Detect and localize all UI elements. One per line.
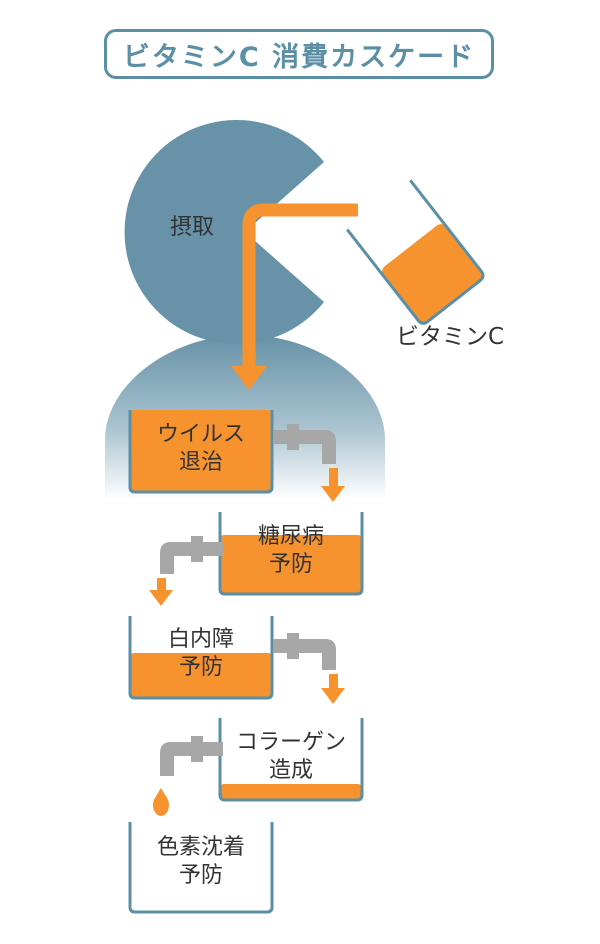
drop-tip-4 bbox=[155, 788, 167, 798]
tank-4-outline bbox=[218, 718, 364, 802]
tank-2-liquid bbox=[220, 535, 362, 594]
faucet-1 bbox=[273, 424, 336, 464]
vitamin-glass bbox=[346, 179, 485, 325]
tank-1-outline bbox=[128, 410, 274, 494]
faucet-4 bbox=[160, 736, 223, 776]
flow-2 bbox=[157, 578, 166, 592]
glass-liquid bbox=[382, 224, 483, 323]
tank-4-line2: 造成 bbox=[268, 758, 313, 783]
faucet-2 bbox=[160, 536, 223, 574]
tank-5-line1: 色素沈着 bbox=[156, 835, 245, 860]
tank-3-label: 白内障 予防 bbox=[130, 626, 272, 682]
diagram-title: ビタミンC 消費カスケード bbox=[122, 41, 476, 73]
tank-2-outline bbox=[218, 512, 364, 596]
intake-label: 摂取 bbox=[169, 215, 214, 240]
tank-5-line2: 予防 bbox=[178, 863, 223, 888]
tank-5-label: 色素沈着 予防 bbox=[130, 834, 272, 890]
tank-2-line1: 糖尿病 bbox=[257, 524, 324, 549]
tank-2-label: 糖尿病 予防 bbox=[220, 523, 362, 579]
tank-2-line2: 予防 bbox=[268, 552, 313, 577]
tank-virus bbox=[128, 410, 274, 494]
flow-arrow-1 bbox=[321, 486, 345, 502]
drop-4 bbox=[153, 794, 169, 816]
tank-1-liquid bbox=[130, 410, 272, 492]
glass-outline bbox=[346, 179, 485, 325]
tank-5-outline bbox=[128, 822, 274, 914]
tank-cataract bbox=[128, 616, 274, 700]
pour-arrow bbox=[231, 366, 267, 390]
tank-3-line1: 白内障 bbox=[167, 627, 234, 652]
faucet-3 bbox=[273, 633, 336, 670]
tank-3-line2: 予防 bbox=[178, 655, 223, 680]
tank-collagen bbox=[218, 718, 364, 802]
tank-diabetes bbox=[218, 512, 364, 596]
tank-3-liquid bbox=[130, 653, 272, 698]
vitamin-c-label: ビタミンC bbox=[395, 324, 505, 350]
flow-3 bbox=[329, 674, 338, 688]
flow-arrow-2 bbox=[149, 590, 173, 606]
tank-1-line1: ウイルス bbox=[156, 422, 245, 447]
title-box: ビタミンC 消費カスケード bbox=[104, 29, 494, 79]
tank-1-line2: 退治 bbox=[178, 450, 223, 475]
tank-4-label: コラーゲン 造成 bbox=[220, 729, 362, 785]
tank-1-label: ウイルス 退治 bbox=[130, 421, 272, 477]
tank-3-outline bbox=[128, 616, 274, 700]
tank-pigmentation bbox=[128, 822, 274, 914]
pour-stream bbox=[242, 203, 358, 368]
flow-1 bbox=[329, 468, 338, 486]
head-shape bbox=[124, 120, 324, 345]
tank-4-line1: コラーゲン bbox=[235, 730, 346, 755]
flow-arrow-3 bbox=[321, 688, 345, 704]
tank-4-liquid bbox=[220, 784, 362, 800]
